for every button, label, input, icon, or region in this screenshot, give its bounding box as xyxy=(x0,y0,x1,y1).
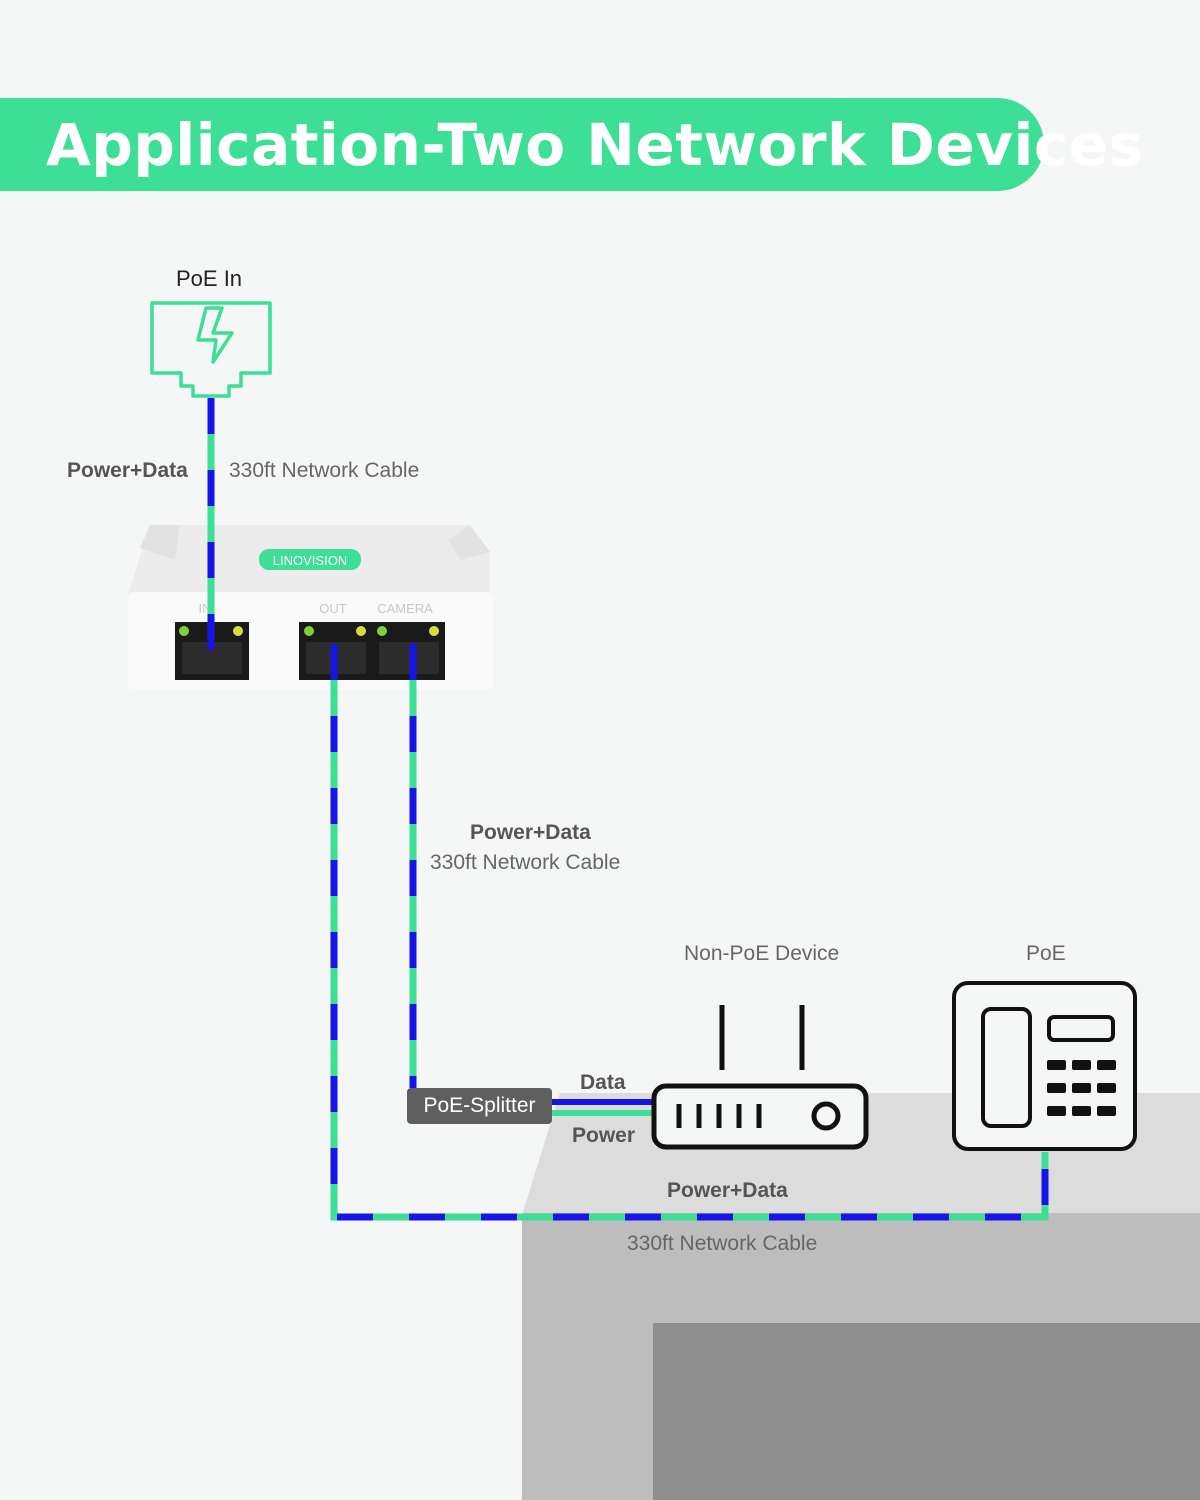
brand-logo: LINOVISION xyxy=(273,553,347,568)
non-poe-device-label: Non-PoE Device xyxy=(684,942,840,965)
cable-data-power xyxy=(552,1099,654,1116)
top-cable-length-label: 330ft Network Cable xyxy=(229,459,420,482)
poe-in-label: PoE In xyxy=(176,266,243,291)
port-label-camera: CAMERA xyxy=(377,601,433,616)
data-label: Data xyxy=(580,1071,626,1094)
table-surface xyxy=(522,1093,1200,1500)
middle-cable-length-label: 330ft Network Cable xyxy=(430,851,621,874)
page-title: Application-Two Network Devices xyxy=(46,111,1144,179)
poe-in-icon xyxy=(150,301,272,398)
poe-device-label: PoE xyxy=(1026,942,1066,965)
rj45-port-in xyxy=(175,622,249,680)
poe-splitter-tag: PoE-Splitter xyxy=(407,1088,552,1124)
router-icon xyxy=(651,1005,869,1150)
bottom-cable-length-label: 330ft Network Cable xyxy=(627,1232,818,1255)
bottom-cable-type-label: Power+Data xyxy=(667,1179,788,1202)
middle-cable-type-label: Power+Data xyxy=(470,821,591,844)
ip-phone-icon xyxy=(952,981,1137,1151)
port-label-out: OUT xyxy=(319,601,347,616)
title-banner xyxy=(0,98,1044,191)
power-label: Power xyxy=(572,1124,636,1147)
top-cable-type-label: Power+Data xyxy=(67,459,188,482)
rj45-port-camera xyxy=(372,622,445,680)
splitter-box: LINOVISION IN OUT CAMERA xyxy=(128,525,493,690)
cable-out-to-poe xyxy=(330,644,1049,1221)
